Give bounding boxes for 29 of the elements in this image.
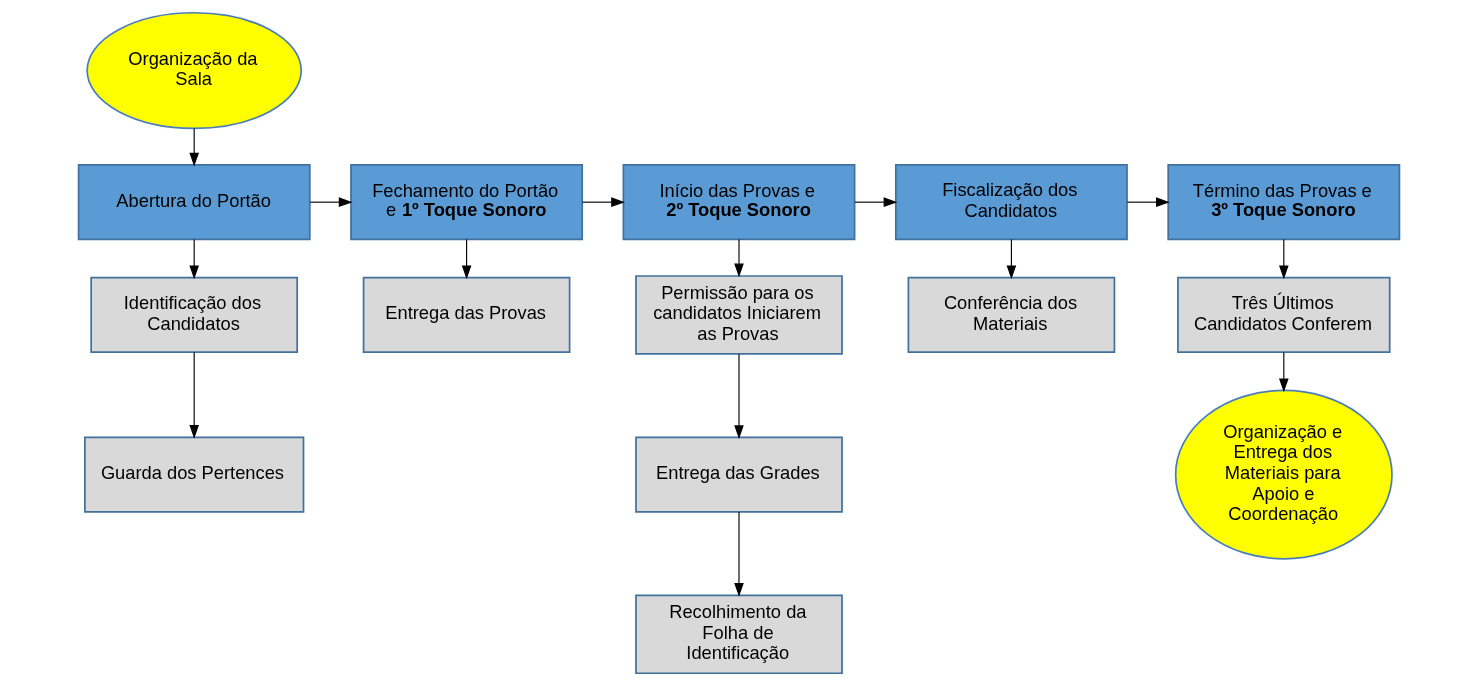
arrow bbox=[734, 511, 744, 597]
node-box: Recolhimento da Folha de Identificação bbox=[635, 594, 843, 675]
node-box: Fiscalização dos Candidatos bbox=[894, 164, 1128, 241]
arrow bbox=[309, 197, 353, 207]
arrow bbox=[1279, 351, 1289, 393]
node-box: Fechamento do Portão e 1º Toque Sonoro bbox=[350, 164, 584, 241]
node-ellipse: Organização da Sala bbox=[86, 11, 303, 130]
node-box: Entrega das Grades bbox=[635, 436, 843, 513]
node-box: Conferência dos Materiais bbox=[907, 276, 1116, 353]
node-box: Guarda dos Pertences bbox=[84, 436, 305, 513]
arrow bbox=[854, 197, 898, 207]
arrow bbox=[734, 238, 744, 278]
node-box: Início das Provas e 2º Toque Sonoro bbox=[622, 164, 856, 241]
arrow bbox=[1126, 197, 1170, 207]
arrow bbox=[1279, 238, 1289, 280]
arrow bbox=[461, 238, 472, 280]
node-ellipse: Organização e Entrega dos Materiais para Apoio e Coordenação bbox=[1174, 389, 1393, 560]
node-box: Abertura do Portão bbox=[77, 164, 311, 241]
arrow bbox=[734, 353, 744, 440]
arrow bbox=[189, 351, 199, 439]
arrow bbox=[189, 238, 199, 280]
arrow bbox=[582, 197, 625, 207]
node-box: Permissão para os candidatos Iniciarem as Provas bbox=[635, 275, 843, 355]
arrow bbox=[1006, 238, 1017, 280]
node-box: Identificação dos Candidatos bbox=[90, 276, 299, 353]
node-box: Término das Provas e 3º Toque Sonoro bbox=[1167, 164, 1401, 241]
node-box: Três Últimos Candidatos Conferem bbox=[1177, 276, 1391, 353]
arrow bbox=[189, 127, 199, 167]
node-box: Entrega das Provas bbox=[362, 276, 571, 353]
